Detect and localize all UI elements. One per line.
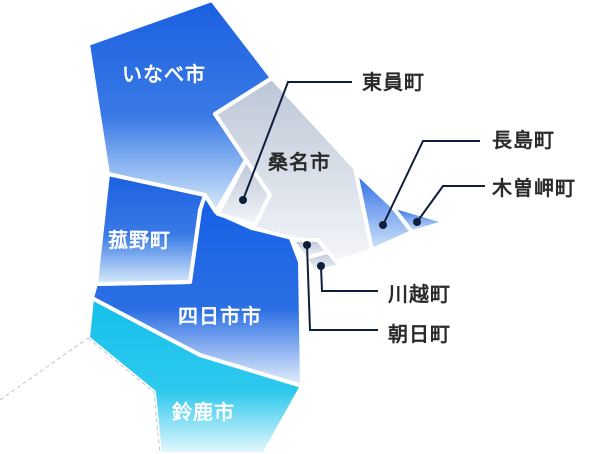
leader-lines — [242, 81, 485, 331]
region-kawagoe[interactable] — [303, 250, 342, 274]
label-inabe: いなべ市 — [122, 62, 206, 86]
label-toin: 東員町 — [362, 70, 425, 94]
region-toin[interactable] — [216, 158, 272, 227]
boundary-dashed — [0, 337, 161, 454]
label-kisosaki: 木曽岬町 — [492, 176, 576, 200]
label-komono: 菰野町 — [108, 228, 171, 252]
label-kawagoe: 川越町 — [388, 282, 451, 306]
label-nagashima: 長島町 — [492, 128, 555, 152]
leader-dots — [239, 196, 421, 270]
label-suzuka: 鈴鹿市 — [172, 400, 235, 424]
label-asahi: 朝日町 — [388, 322, 451, 346]
label-yokkaichi: 四日市市 — [178, 304, 262, 328]
label-kuwana: 桑名市 — [268, 150, 331, 174]
